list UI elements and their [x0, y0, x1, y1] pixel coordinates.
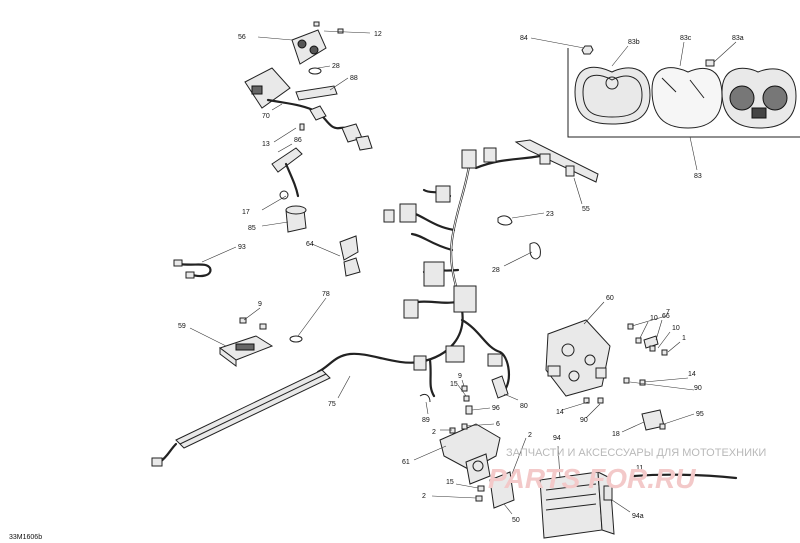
callout-95: 95 — [696, 411, 704, 418]
callout-64: 64 — [306, 241, 314, 248]
callout-85: 85 — [248, 225, 256, 232]
callout-2a: 2 — [432, 429, 436, 436]
callout-61: 61 — [402, 459, 410, 466]
callout-90b: 90 — [580, 417, 588, 424]
cable-75 — [151, 369, 351, 467]
callout-86: 86 — [294, 137, 302, 144]
callout-93: 93 — [238, 244, 246, 251]
callout-14b: 14 — [556, 409, 564, 416]
diagram-reference-code: 33M1606b — [9, 534, 42, 541]
callout-75: 75 — [328, 401, 336, 408]
callout-labels: 56 12 28 88 70 86 13 17 85 93 64 84 83b … — [178, 31, 744, 524]
callout-13: 13 — [262, 141, 270, 148]
bracket-61 — [413, 423, 527, 515]
bracket-60 — [545, 301, 695, 433]
callout-2c: 2 — [422, 493, 426, 500]
callout-56: 56 — [238, 34, 246, 41]
callout-84: 84 — [520, 35, 528, 42]
callout-83a: 83a — [732, 35, 744, 42]
callout-10b: 10 — [672, 325, 680, 332]
callout-18: 18 — [612, 431, 620, 438]
watermark: ЗАПЧАСТИ И АКСЕССУАРЫ ДЛЯ МОТОТЕХНИКИ PA… — [488, 447, 766, 494]
callout-83c: 83c — [680, 35, 692, 42]
callout-11: 11 — [636, 465, 643, 472]
module-59 — [189, 307, 274, 367]
callout-94a: 94a — [632, 513, 644, 520]
watermark-logo: PARTS FOR.RU — [488, 463, 696, 494]
callout-60: 60 — [606, 295, 614, 302]
small-parts-23-28 — [289, 212, 545, 343]
callout-12: 12 — [374, 31, 382, 38]
bracket-64 — [311, 235, 361, 277]
handlebar-switch-group — [244, 21, 373, 233]
ecu-94 — [539, 445, 738, 539]
callout-15a: 15 — [450, 381, 458, 388]
watermark-tagline: ЗАПЧАСТИ И АКСЕССУАРЫ ДЛЯ МОТОТЕХНИКИ — [506, 447, 766, 459]
callout-6: 6 — [496, 421, 500, 428]
callout-23: 23 — [546, 211, 554, 218]
callout-83b: 83b — [628, 39, 640, 46]
callout-80: 80 — [520, 403, 528, 410]
callout-15b: 15 — [446, 479, 454, 486]
callout-90a: 90 — [694, 385, 702, 392]
callout-14a: 14 — [688, 371, 696, 378]
callout-7: 7 — [666, 309, 670, 316]
callout-94: 94 — [553, 435, 561, 442]
harness-lower-parts — [419, 375, 519, 415]
callout-2b: 2 — [528, 432, 532, 439]
callout-66: 66 — [662, 313, 670, 320]
callout-9a: 9 — [258, 301, 262, 308]
cable-93 — [173, 246, 237, 279]
callout-78: 78 — [322, 291, 330, 298]
callout-17: 17 — [242, 209, 250, 216]
main-harness — [316, 139, 599, 398]
callout-59: 59 — [178, 323, 186, 330]
callout-1: 1 — [682, 335, 686, 342]
callout-28b: 28 — [492, 267, 500, 274]
callout-9b: 9 — [458, 373, 462, 380]
callout-96: 96 — [492, 405, 500, 412]
instrument-cluster-group — [530, 37, 800, 171]
callout-50: 50 — [512, 517, 520, 524]
callout-89: 89 — [422, 417, 430, 424]
callout-70: 70 — [262, 113, 270, 120]
callout-83: 83 — [694, 173, 702, 180]
callout-10a: 10 — [650, 315, 658, 322]
callout-88: 88 — [350, 75, 358, 82]
callout-28: 28 — [332, 63, 340, 70]
callout-55: 55 — [582, 206, 590, 213]
